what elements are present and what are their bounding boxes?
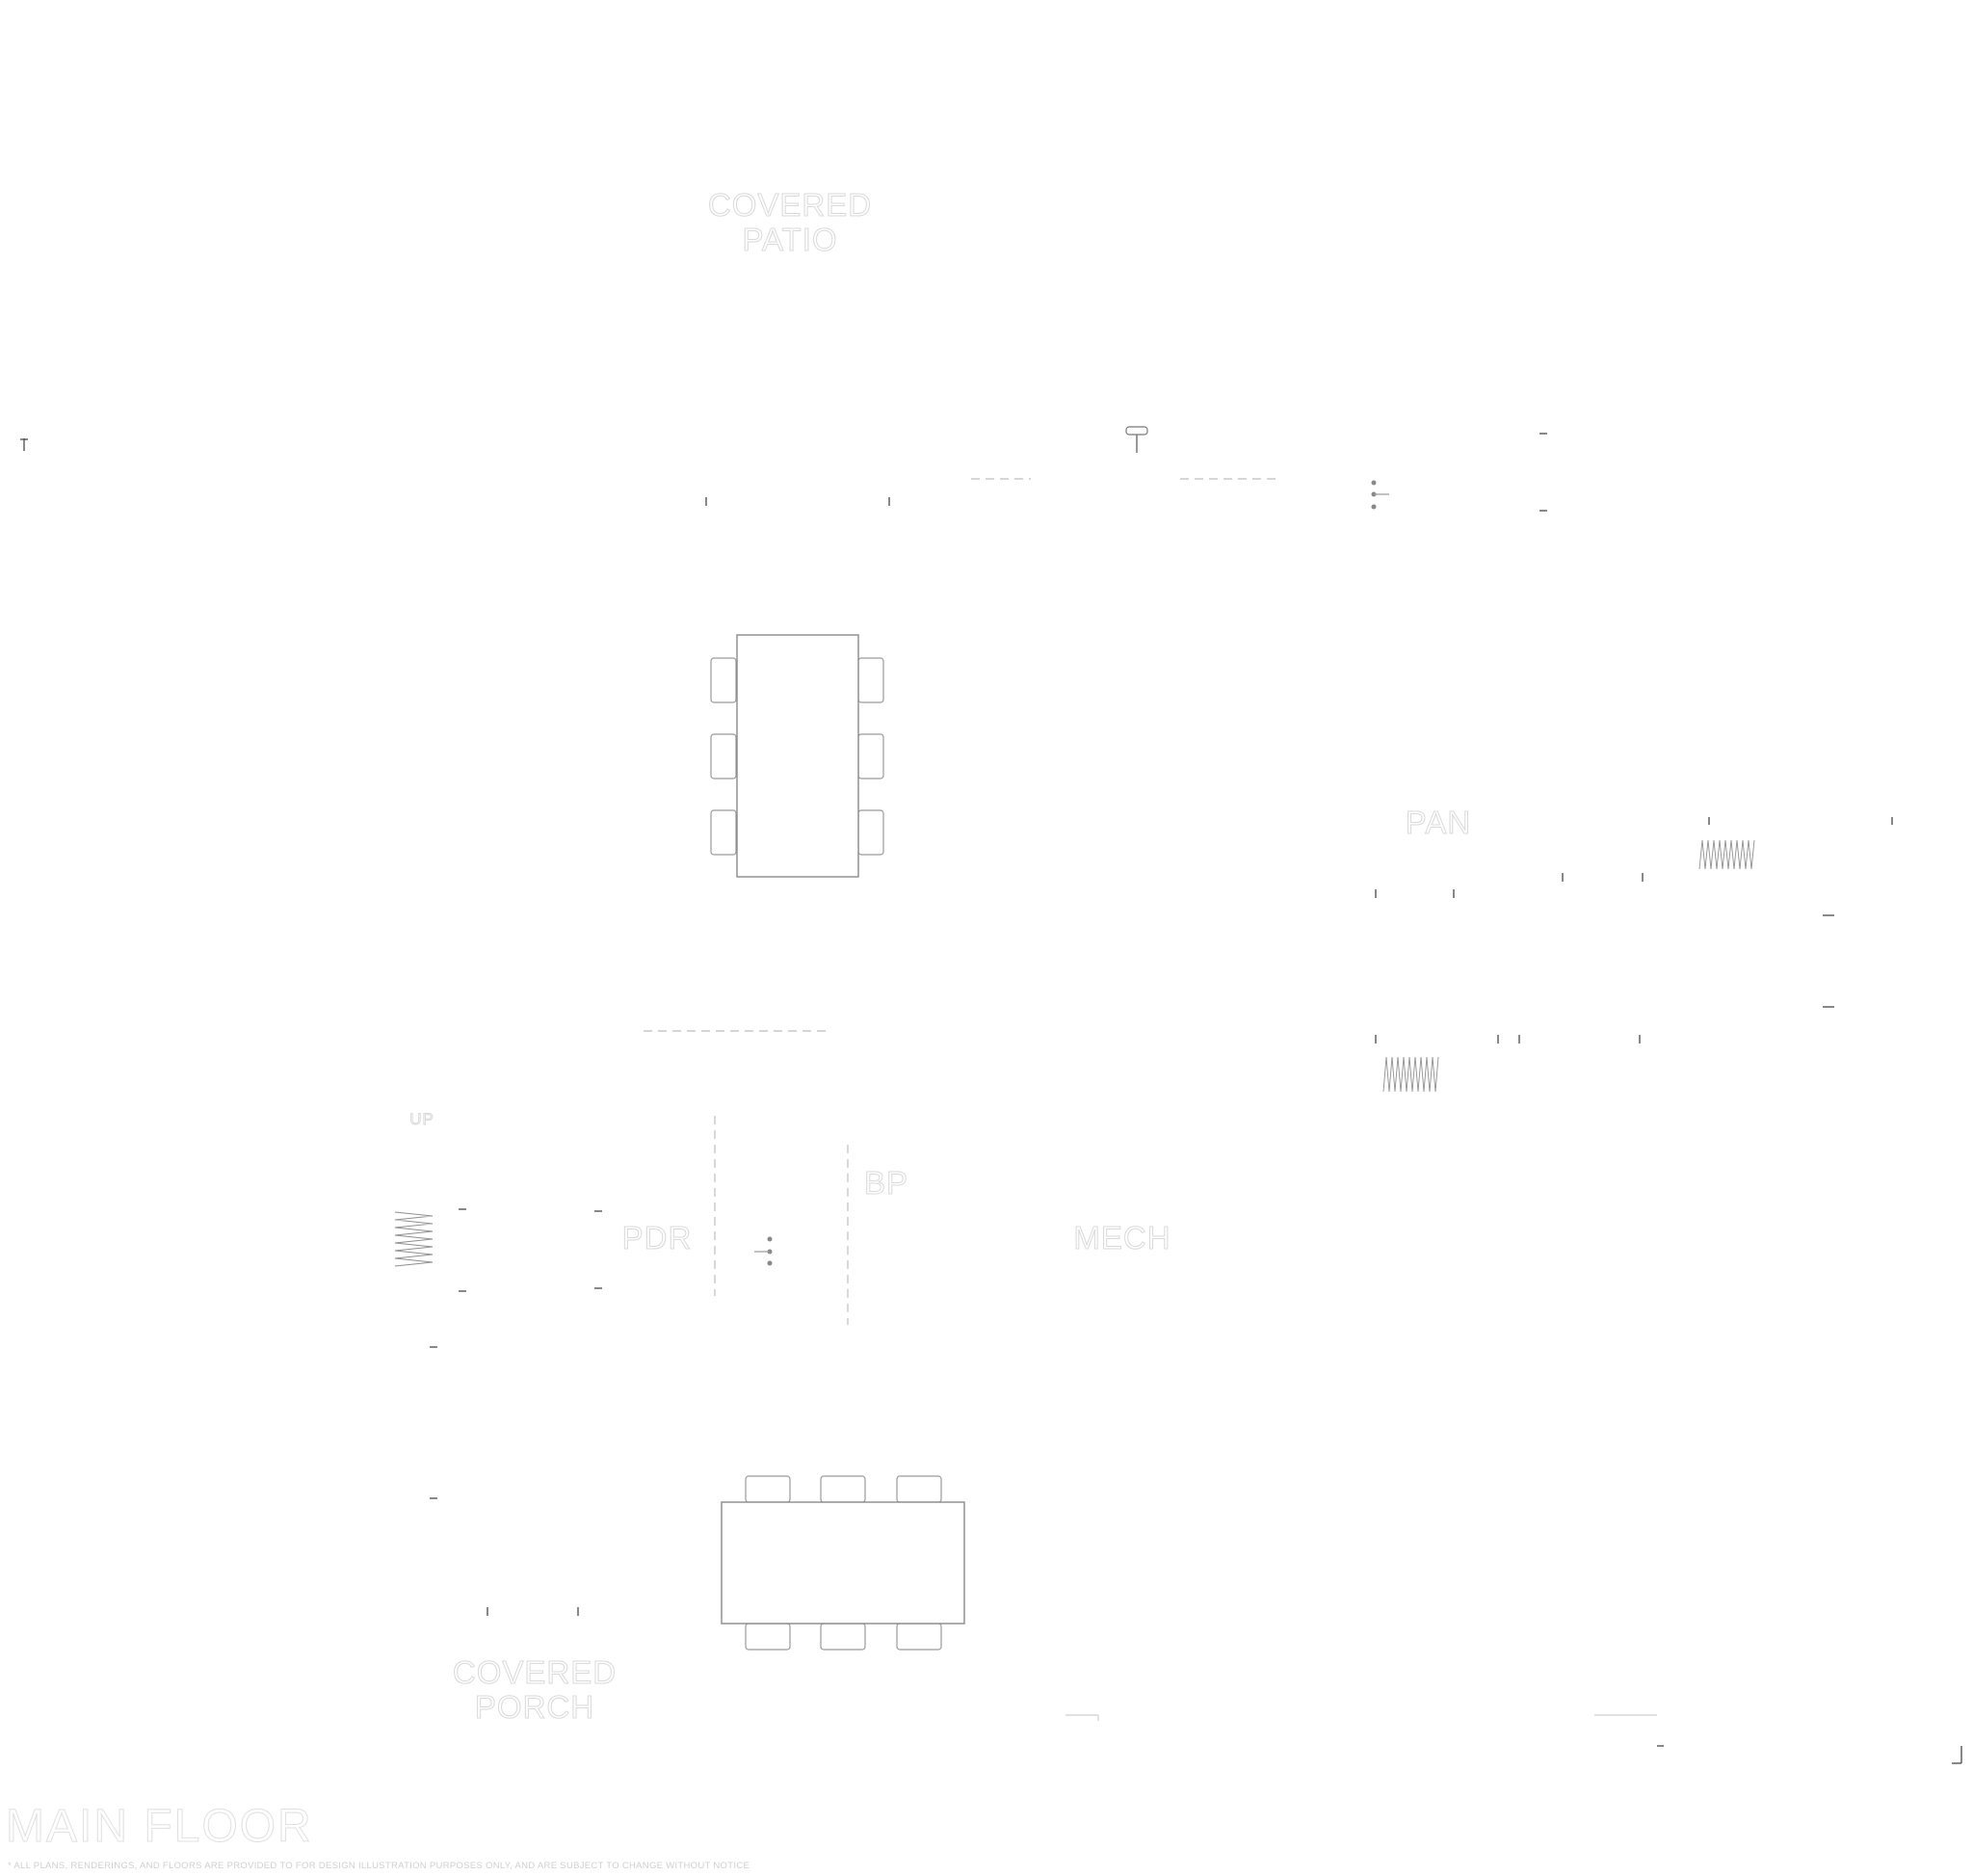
covered-porch-line1: COVERED [452,1654,618,1690]
stair-pantry [1698,839,1755,870]
disclaimer-text: * ALL PLANS, RENDERINGS, AND FLOORS ARE … [8,1861,750,1871]
stair-mech [1382,1056,1439,1093]
wall-ticks [430,433,1893,1616]
north-marker [20,438,28,451]
valve-icon-upper [1371,480,1389,510]
up-label: UP [409,1110,434,1129]
room-label-pan: PAN [1390,805,1486,840]
dining-table-horizontal [721,1475,965,1651]
pdr-label: PDR [621,1220,693,1255]
room-label-mech: MECH [1069,1220,1175,1255]
stair-up [394,1211,434,1267]
dining-table-vertical [710,634,884,878]
covered-patio-line1: COVERED [707,187,873,223]
valve-icon-lower [754,1236,773,1266]
bp-label: BP [863,1165,909,1201]
pan-label: PAN [1405,805,1472,840]
room-label-covered-porch: COVERED PORCH [438,1654,631,1725]
patio-faucet-icon [1125,426,1148,453]
covered-patio-line2: PATIO [742,222,838,257]
floor-title: MAIN FLOOR [6,1801,313,1853]
bottom-marks [1065,1714,1962,1764]
room-label-bp: BP [857,1165,915,1201]
covered-porch-line2: PORCH [474,1689,595,1725]
room-label-covered-patio: COVERED PATIO [694,187,886,257]
mech-label: MECH [1073,1220,1171,1255]
room-label-pdr: PDR [618,1220,696,1255]
room-label-up: UP [403,1110,441,1129]
